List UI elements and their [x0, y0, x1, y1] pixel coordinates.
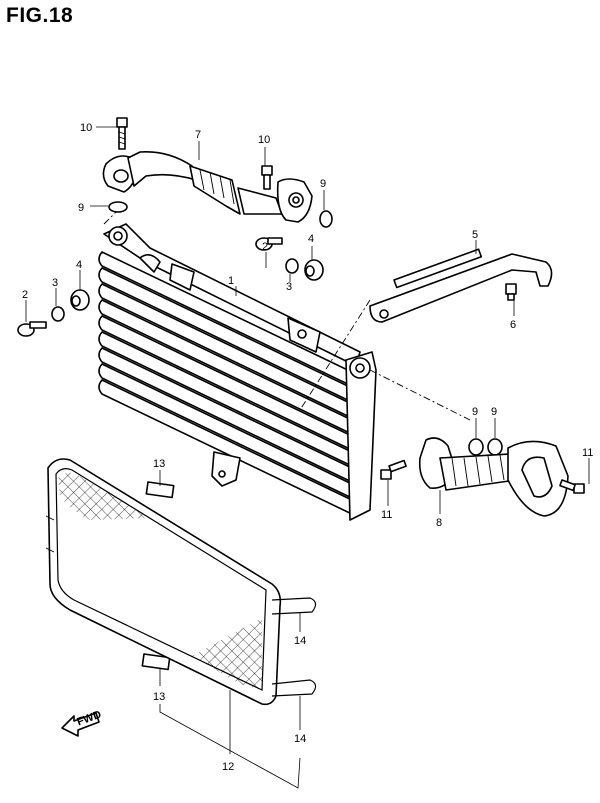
o-ring-9-a	[108, 201, 128, 213]
pad-13-lower	[141, 653, 171, 671]
callout-14-upper: 14	[294, 635, 306, 647]
callout-11-right: 11	[582, 447, 593, 459]
callout-12: 12	[222, 761, 234, 773]
bolt-10-upper-left	[116, 117, 128, 150]
callout-13-upper: 13	[153, 458, 165, 470]
upper-oil-hose	[102, 150, 313, 223]
callout-2-right: 2	[262, 241, 268, 253]
callout-11-left: 11	[381, 509, 392, 521]
callout-2-left: 2	[22, 289, 28, 301]
callout-1: 1	[228, 275, 234, 287]
callout-3-left: 3	[52, 277, 58, 289]
callout-13-lower: 13	[153, 691, 165, 703]
bolt-11-right	[559, 479, 585, 494]
bolt-2-right	[255, 237, 283, 251]
phantom-line-hose	[369, 369, 471, 421]
grommet-4-left	[70, 289, 90, 311]
bolt-2-left	[17, 321, 47, 337]
collar-3-left	[51, 306, 65, 322]
oil-cooler	[98, 223, 377, 521]
callout-10-left: 10	[80, 122, 92, 134]
callout-9-lower-a: 9	[472, 406, 478, 418]
collar-3-right	[285, 258, 299, 274]
figure-title: FIG.18	[6, 4, 74, 27]
callout-7: 7	[195, 129, 201, 141]
callout-10-right: 10	[258, 134, 270, 146]
phantom-line-bracket	[299, 299, 371, 411]
o-ring-9-d	[487, 438, 503, 456]
callout-8: 8	[436, 517, 442, 529]
grommet-4-right	[304, 259, 324, 281]
mounting-bracket	[369, 248, 553, 323]
bolt-10-right	[261, 165, 273, 190]
o-ring-9-c	[468, 438, 484, 456]
callout-5: 5	[472, 229, 478, 241]
callout-14-lower: 14	[294, 733, 306, 745]
leader-lines	[25, 126, 590, 789]
forward-arrow-icon: FWD	[61, 709, 103, 737]
bolt-6	[505, 283, 517, 301]
o-ring-9-b	[319, 210, 333, 228]
phantom-line-fitting	[103, 211, 117, 225]
pad-13-upper	[145, 481, 175, 499]
callout-9-lower-b: 9	[491, 406, 497, 418]
bolt-11-left	[380, 459, 407, 480]
callout-3-right: 3	[286, 281, 292, 293]
lower-oil-hose	[418, 437, 569, 517]
callout-4-right: 4	[308, 233, 314, 245]
callout-9-upper-right: 9	[320, 178, 326, 190]
callout-6: 6	[510, 319, 516, 331]
callout-4-left: 4	[76, 259, 82, 271]
callout-numbers: 1 2 2 3 3 4 4 5 6 7 8 9 9 9 9 10 10 11 1…	[22, 122, 593, 773]
cooler-guard	[45, 458, 317, 706]
callout-9-left: 9	[78, 202, 84, 214]
